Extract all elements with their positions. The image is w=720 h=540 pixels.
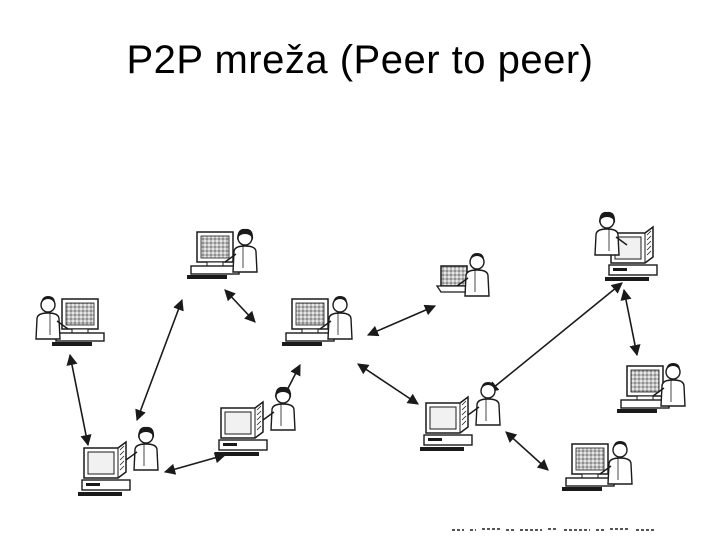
edge-peer-3-peer-1 (224, 289, 256, 323)
edge-peer-1-peer-8 (135, 298, 184, 422)
caption-scribble (450, 520, 660, 531)
edge-peer-2-peer-8 (66, 353, 92, 447)
connection-edges (66, 282, 641, 475)
slide-title: P2P mreža (Peer to peer) (126, 38, 594, 82)
peer-3-node (282, 296, 353, 346)
peer-4-node (435, 253, 490, 297)
edge-peer-5-peer-9 (487, 282, 623, 393)
edge-peer-3-peer-4 (366, 304, 437, 337)
peer-5-node (594, 211, 658, 281)
edge-peer-10-peer-9 (505, 431, 549, 471)
peer-nodes (35, 211, 686, 496)
edge-peer-3-peer-9 (357, 363, 419, 405)
peer-9-node (420, 382, 501, 451)
edge-peer-5-peer-6 (620, 288, 641, 357)
peer-10-node (562, 441, 633, 491)
peer-1-node (187, 228, 258, 279)
peer-2-node (35, 296, 105, 346)
peer-7-node (215, 386, 296, 456)
edge-peer-8-peer-7 (163, 452, 227, 475)
peer-8-node (78, 426, 159, 496)
peer-6-node (617, 363, 686, 413)
